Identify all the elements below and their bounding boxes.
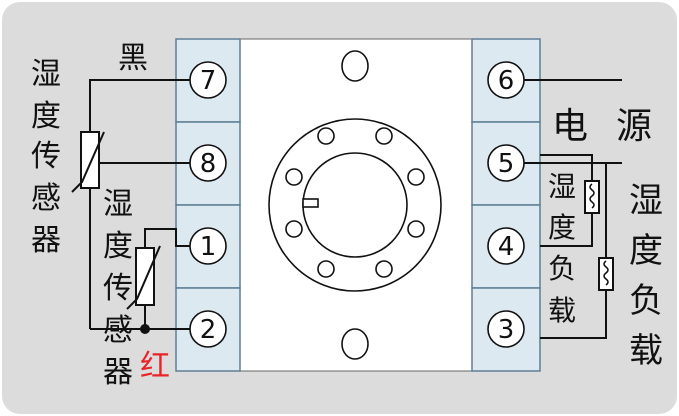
svg-text:湿: 湿	[31, 57, 61, 92]
key-slot	[302, 198, 319, 208]
terminal-number-8: 8	[200, 149, 217, 179]
terminal-number-7: 7	[200, 66, 217, 96]
svg-text:源: 源	[616, 106, 652, 147]
junction-dot	[140, 324, 150, 334]
label-left-humidity-sensor: 湿 度 传 感 器	[31, 57, 61, 258]
svg-text:传: 传	[103, 271, 133, 306]
label-red-wire: 红	[140, 349, 170, 384]
middle-sensor-slash	[126, 245, 161, 310]
mounting-hole-bottom	[341, 328, 369, 360]
small-load-body	[584, 180, 600, 214]
left-humidity-sensor	[71, 131, 105, 193]
svg-text:传: 传	[31, 139, 61, 174]
pin-hole	[317, 260, 335, 278]
svg-text:负: 负	[629, 281, 663, 321]
pin-hole	[285, 220, 303, 238]
terminal-number-1: 1	[200, 232, 217, 262]
wire-large-load-bottom	[540, 290, 607, 339]
small-humidity-load	[584, 180, 600, 214]
svg-text:度: 度	[629, 231, 663, 271]
pin-hole	[317, 127, 335, 145]
label-middle-humidity-sensor: 湿 度 传 感 器	[103, 187, 133, 390]
large-load-body	[598, 257, 614, 291]
svg-text:湿: 湿	[629, 181, 663, 221]
label-small-humidity-load: 湿 度 负 载	[548, 170, 576, 327]
large-humidity-load	[598, 257, 614, 291]
svg-text:负: 负	[548, 252, 576, 285]
terminal-circle	[487, 227, 525, 265]
svg-text:电: 电	[552, 106, 588, 147]
pin-hole	[407, 220, 425, 238]
svg-text:器: 器	[103, 355, 133, 390]
svg-text:度: 度	[548, 211, 576, 244]
svg-text:湿: 湿	[548, 170, 576, 203]
svg-text:载: 载	[629, 331, 663, 371]
wire-small-load-top	[540, 154, 593, 181]
terminal-circle	[487, 310, 525, 348]
pin-hole	[407, 168, 425, 186]
label-black-wire: 黑	[118, 41, 148, 76]
pin-hole	[285, 168, 303, 186]
pin-hole	[375, 127, 393, 145]
pin-hole	[375, 260, 393, 278]
svg-text:度: 度	[103, 229, 133, 264]
label-power: 电 源	[552, 106, 652, 147]
wiring	[89, 79, 622, 339]
terminal-number-4: 4	[498, 232, 515, 262]
wire-terminal-1	[144, 228, 190, 248]
right-terminal-block: 6 5 4 3	[471, 38, 541, 372]
terminal-number-2: 2	[200, 315, 217, 345]
large-load-coil	[603, 260, 609, 286]
terminal-number-3: 3	[498, 315, 515, 345]
svg-text:湿: 湿	[103, 187, 133, 222]
svg-text:感: 感	[103, 313, 133, 348]
wire-terminal-7	[89, 79, 190, 132]
terminal-number-5: 5	[498, 149, 515, 179]
svg-text:度: 度	[31, 99, 61, 134]
svg-text:载: 载	[548, 294, 576, 327]
terminal-number-6: 6	[498, 66, 515, 96]
socket-holes	[268, 50, 442, 360]
svg-text:感: 感	[31, 181, 61, 216]
mounting-hole-top	[341, 50, 369, 82]
small-load-coil	[589, 183, 595, 209]
left-sensor-slash	[71, 131, 105, 193]
wire-small-load-bottom	[540, 213, 593, 247]
middle-humidity-sensor	[126, 245, 161, 310]
svg-text:器: 器	[31, 223, 61, 258]
left-terminal-block: 7 8 1 2	[175, 38, 241, 372]
label-large-humidity-load: 湿 度 负 载	[629, 181, 663, 371]
